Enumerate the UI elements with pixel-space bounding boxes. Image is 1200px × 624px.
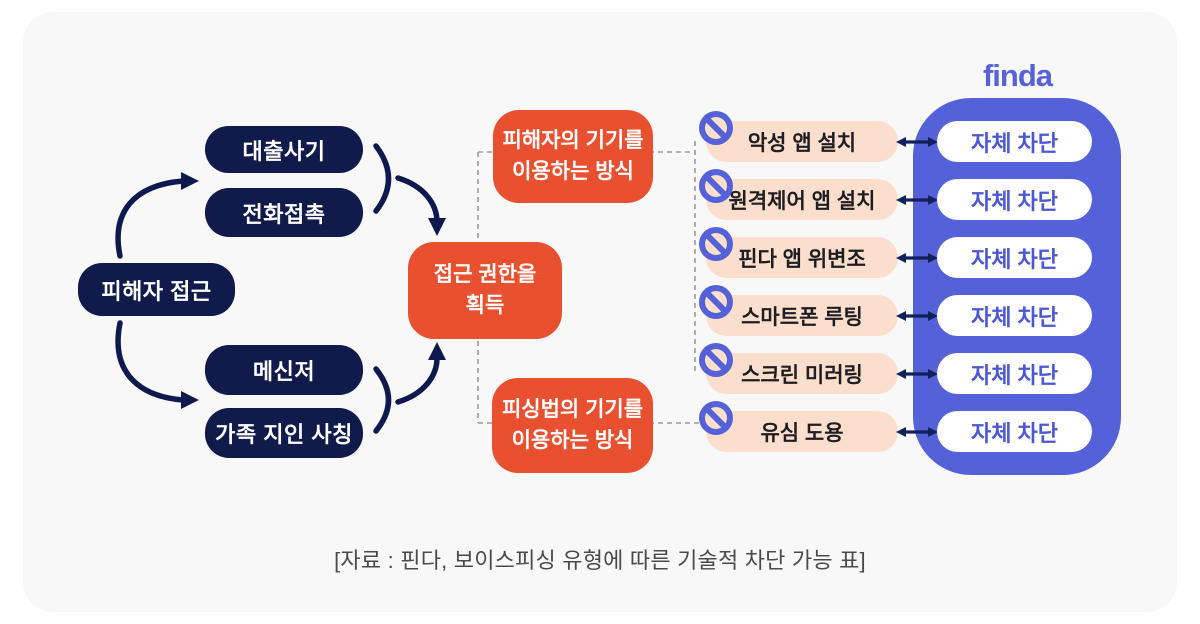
prohibition-icon [699,111,733,145]
arrowhead-right-bottom [181,391,199,409]
threat-row-1: 악성 앱 설치 자체 차단 [699,111,1099,163]
double-arrow-icon [896,137,938,147]
threat-row-4: 스마트폰 루팅 자체 차단 [699,285,1099,337]
threat-row-5: 스크린 미러링 자체 차단 [699,343,1099,395]
double-arrow-icon [896,195,938,205]
box-loan-fraud: 대출사기 [205,126,363,173]
arrowhead-right-top [181,172,199,190]
brace-bottom-methods [373,366,392,434]
arrowhead-down [428,218,446,236]
box-victim-approach: 피해자 접근 [78,263,235,316]
box-messenger: 메신저 [205,345,363,395]
arrow-top-to-goal [395,175,440,225]
block-pill: 자체 차단 [937,121,1092,162]
threat-row-2: 원격제어 앱 설치 자체 차단 [699,169,1099,221]
double-arrow-icon [896,369,938,379]
arrow-to-top-methods [115,178,186,259]
arrow-bottom-to-goal [395,355,440,405]
prohibition-icon [699,285,733,319]
threat-pill: 원격제어 앱 설치 [706,179,898,220]
box-gain-access: 접근 권한을 획득 [408,242,562,339]
threat-pill: 악성 앱 설치 [706,121,898,162]
finda-logo: finda [982,58,1053,93]
threat-pill: 스마트폰 루팅 [706,295,898,336]
curved-arrows [115,143,440,434]
double-arrow-icon [896,253,938,263]
arrowheads [181,172,446,409]
prohibition-icon [699,401,733,435]
double-arrow-icon [896,311,938,321]
double-arrow-icon [896,427,938,437]
arrowhead-up [428,342,446,360]
threat-pill: 핀다 앱 위변조 [706,237,898,278]
source-caption: [자료 : 핀다, 보이스피싱 유형에 따른 기술적 차단 가능 표] [334,548,866,573]
branch-phisher-device: 피싱법의 기기를 이용하는 방식 [492,378,653,473]
prohibition-icon [699,227,733,261]
arrow-to-bottom-methods [115,320,186,403]
block-pill: 자체 차단 [937,179,1092,220]
block-pill: 자체 차단 [937,353,1092,394]
threat-row-6: 유심 도용 자체 차단 [699,401,1099,453]
threat-row-3: 핀다 앱 위변조 자체 차단 [699,227,1099,279]
block-pill: 자체 차단 [937,295,1092,336]
prohibition-icon [699,343,733,377]
threat-pill: 스크린 미러링 [706,353,898,394]
prohibition-icon [699,169,733,203]
threat-pill: 유심 도용 [706,411,898,452]
brace-top-methods [373,143,392,214]
block-pill: 자체 차단 [937,411,1092,452]
box-family-impersonation: 가족 지인 사칭 [205,408,363,458]
branch-victim-device: 피해자의 기기를 이용하는 방식 [493,110,653,203]
block-pill: 자체 차단 [937,237,1092,278]
box-phone-contact: 전화접촉 [205,188,363,237]
